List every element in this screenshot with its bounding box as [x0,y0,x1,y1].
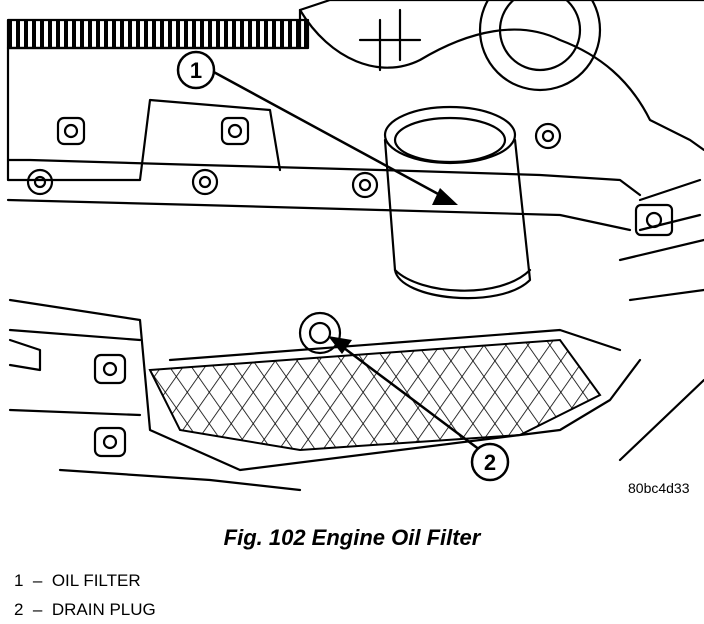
bolt-7 [634,203,674,237]
legend-number: 2 [14,600,24,619]
top-rail [6,18,310,50]
legend-item: 2 – DRAIN PLUG [14,600,156,619]
pan-rail [6,158,642,197]
upper-bolt-cluster [358,8,422,72]
bolt-9 [93,426,127,458]
drain-plug [298,311,342,355]
bolt-5 [351,171,379,199]
bolt-2 [220,116,250,146]
figure-legend: 1 – OIL FILTER 2 – DRAIN PLUG [14,566,156,624]
bolt-4 [191,168,219,196]
image-id-label: 80bc4d33 [628,480,690,496]
legend-label: OIL FILTER [51,571,141,590]
upper-pulley [478,0,602,92]
bolt-8 [93,353,127,385]
left-mount [8,338,42,372]
callout-1-number: 1 [190,58,202,83]
bolt-3 [26,168,54,196]
oil-filter-top [383,105,517,165]
callout-2-number: 2 [484,450,496,475]
figure-caption: Fig. 102 Engine Oil Filter [223,525,481,550]
engine-oil-filter-illustration: 1 2 80bc4d33 [6,0,704,496]
callout-1: 1 [176,50,458,205]
bolt-1 [56,116,86,146]
right-bracket [618,178,704,462]
legend-label: DRAIN PLUG [51,600,156,619]
left-block [6,46,282,182]
oil-pan-outline [8,298,642,472]
legend-number: 1 [14,571,24,590]
legend-item: 1 – OIL FILTER [14,571,141,590]
bolt-6 [534,122,562,150]
callout-2: 2 [328,336,510,482]
oil-filter-body [383,138,532,300]
upper-engine-block [298,8,704,152]
